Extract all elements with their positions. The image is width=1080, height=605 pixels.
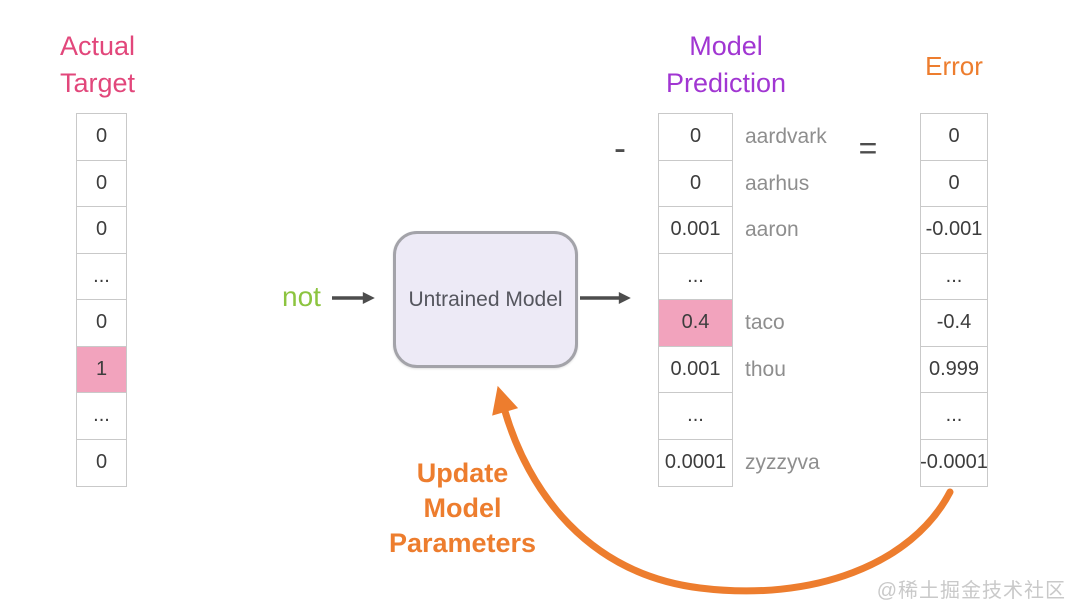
model-prediction-vector: 0 0 0.001 ... 0.4 0.001 ... 0.0001 (658, 113, 733, 487)
equals-operator: = (858, 130, 878, 166)
vector-cell-ellipsis: ... (77, 254, 126, 300)
update-parameters-label: Update Model Parameters (340, 456, 585, 561)
vector-cell: -0.0001 (920, 451, 988, 474)
actual-target-vector: 0 0 0 ... 0 1 ... 0 (76, 113, 127, 487)
model-prediction-header-line2: Prediction (665, 68, 787, 98)
untrained-model-box: Untrained Model (393, 231, 578, 368)
update-parameters-line2: Model (423, 493, 502, 523)
vector-cell: 0.001 (659, 347, 732, 393)
vector-cell: -0.001 (921, 207, 987, 254)
input-word: not (282, 281, 321, 312)
vector-cell: -0.4 (921, 300, 987, 347)
vector-cell-ellipsis: ... (921, 393, 987, 440)
vector-cell: 0 (77, 114, 126, 161)
vector-cell: 0 (659, 114, 732, 161)
vector-cell-highlighted: 1 (77, 346, 126, 393)
error-header: Error (925, 51, 983, 81)
vector-cell: 0 (95, 451, 108, 474)
actual-target-header-line2: Target (60, 68, 136, 98)
vector-cell: 0 (77, 300, 126, 347)
actual-target-header-line1: Actual (60, 31, 136, 61)
word-label: zyzzyva (745, 450, 820, 474)
word-label: taco (745, 311, 785, 335)
update-parameters-line3: Parameters (388, 528, 537, 558)
word-label: thou (745, 357, 786, 381)
model-prediction-header-line1: Model (689, 31, 763, 61)
vector-cell-ellipsis: ... (921, 254, 987, 300)
model-prediction-header: Model Prediction (616, 28, 836, 102)
update-parameters-line1: Update (416, 458, 509, 488)
untrained-model-label: Untrained Model (408, 287, 563, 311)
word-label (745, 254, 875, 301)
vector-cell: 0 (921, 114, 987, 161)
vector-cell: 0.999 (921, 347, 987, 393)
vector-cell: 0.0001 (664, 451, 727, 474)
vector-cell-ellipsis: ... (77, 393, 126, 440)
vector-cell: 0.001 (659, 207, 732, 254)
word-label: aarhus (745, 171, 810, 195)
vector-cell: 0 (77, 161, 126, 207)
vector-cell: 0 (921, 161, 987, 207)
actual-target-header: Actual Target (60, 28, 135, 102)
watermark: @稀土掘金技术社区 (876, 580, 1066, 602)
word-label: aardvark (745, 125, 827, 149)
word-label (745, 393, 875, 440)
vector-cell-ellipsis: ... (659, 393, 732, 440)
word-label: aaron (745, 218, 799, 242)
vector-cell-ellipsis: ... (659, 254, 732, 300)
minus-operator: - (614, 127, 626, 168)
vector-cell: 0 (659, 161, 732, 207)
vector-cell: 0 (77, 207, 126, 254)
vector-cell-highlighted: 0.4 (659, 300, 732, 347)
vocabulary-word-labels: aardvark aarhus aaron taco thou zyzzyva (745, 114, 875, 486)
error-vector: 0 0 -0.001 ... -0.4 0.999 ... -0.0001 (920, 113, 988, 487)
